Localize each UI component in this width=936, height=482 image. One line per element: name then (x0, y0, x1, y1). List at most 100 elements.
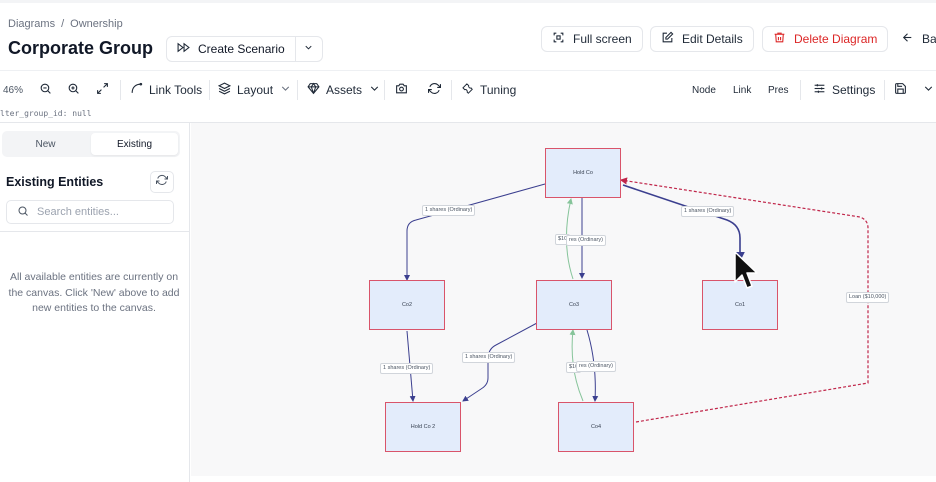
edge-label-holdco-co3[interactable]: res (Ordinary) (566, 235, 606, 246)
existing-entities-title: Existing Entities (6, 175, 104, 189)
node-co4[interactable]: Co4 (558, 402, 634, 452)
assets-label: Assets (326, 83, 363, 97)
link-tools-button[interactable]: Link Tools (130, 76, 202, 104)
node-holdco2[interactable]: Hold Co 2 (385, 402, 461, 452)
link-curve-icon (130, 82, 143, 98)
toolbar-separator (209, 80, 210, 100)
arrow-left-icon (901, 31, 914, 47)
node-co2[interactable]: Co2 (369, 280, 445, 330)
mode-link-button[interactable]: Link (733, 84, 752, 96)
edge-loan (619, 177, 869, 423)
entities-sidebar: New Existing Existing Entities Search en… (0, 123, 190, 482)
empty-state-message: All available entities are currently on … (8, 271, 180, 314)
wrench-icon (461, 82, 474, 98)
gem-icon (307, 82, 320, 98)
header-divider (0, 70, 936, 71)
zoom-in-button[interactable] (67, 76, 80, 104)
create-scenario-dropdown[interactable] (296, 37, 322, 61)
assets-dropdown[interactable]: Assets (307, 76, 381, 104)
settings-button[interactable]: Settings (813, 76, 875, 104)
diagram-toolbar: 46% Link Tools Layout Assets Tuning Node… (0, 76, 936, 104)
create-scenario-label: Create Scenario (198, 42, 285, 56)
breadcrumb: Diagrams / Ownership (8, 18, 123, 30)
edge-label-holdco-co1[interactable]: 1 shares (Ordinary) (681, 206, 735, 217)
screenshot-button[interactable] (395, 76, 408, 104)
sliders-icon (813, 82, 826, 98)
fit-view-button[interactable] (96, 76, 109, 104)
canvas-footer (191, 476, 936, 482)
delete-diagram-label: Delete Diagram (794, 32, 878, 46)
node-holdco[interactable]: Hold Co (545, 148, 621, 198)
node-co3[interactable]: Co3 (536, 280, 612, 330)
filter-debug-text: lter_group_id: null (0, 109, 92, 118)
layers-icon (217, 82, 232, 98)
edit-icon (661, 31, 674, 47)
expand-icon (96, 82, 109, 98)
full-screen-label: Full screen (573, 32, 632, 46)
edge-label-co2-holdco2[interactable]: 1 shares (Ordinary) (380, 363, 434, 374)
full-screen-button[interactable]: Full screen (541, 26, 643, 52)
page-title: Corporate Group (8, 38, 154, 58)
breadcrumb-root[interactable]: Diagrams (8, 18, 56, 30)
layout-label: Layout (237, 83, 274, 97)
breadcrumb-separator: / (61, 18, 65, 30)
save-button[interactable] (894, 76, 907, 104)
edge-holdco-co2 (404, 183, 546, 281)
toolbar-separator (120, 80, 121, 100)
tab-existing[interactable]: Existing (91, 133, 178, 155)
search-icon (17, 205, 29, 220)
camera-icon (395, 82, 408, 98)
sidebar-divider (0, 231, 190, 232)
tuning-label: Tuning (480, 83, 517, 97)
diagram-canvas[interactable]: Hold Co Co2 Co3 Co1 Hold Co 2 Co4 1 shar… (191, 123, 936, 476)
zoom-in-icon (67, 82, 80, 98)
tuning-button[interactable]: Tuning (461, 76, 516, 104)
layout-dropdown[interactable]: Layout (217, 76, 292, 104)
fast-forward-icon (177, 41, 190, 57)
zoom-out-button[interactable] (39, 76, 52, 104)
save-dropdown[interactable] (922, 76, 935, 104)
edge-label-co3-co4[interactable]: res (Ordinary) (576, 361, 616, 372)
edit-details-button[interactable]: Edit Details (650, 26, 754, 52)
settings-label: Settings (832, 83, 876, 97)
top-strip (0, 0, 936, 3)
chevron-down-icon (279, 82, 292, 98)
mouse-cursor-icon (733, 250, 759, 297)
refresh-icon (428, 82, 441, 98)
chevron-down-icon (922, 82, 935, 98)
toolbar-separator (297, 80, 298, 100)
edge-label-co3-holdco2[interactable]: 1 shares (Ordinary) (462, 352, 516, 363)
edge-holdco-co1 (622, 184, 745, 262)
toolbar-separator (800, 80, 801, 100)
mode-node-button[interactable]: Node (692, 84, 716, 96)
search-entities-input[interactable]: Search entities... (6, 200, 174, 224)
edge-co3-holdco2 (462, 322, 538, 402)
create-scenario-split-button[interactable]: Create Scenario (166, 36, 323, 62)
zoom-out-icon (39, 82, 52, 98)
tab-new[interactable]: New (35, 138, 56, 150)
chevron-down-icon (303, 42, 314, 56)
refresh-icon (156, 173, 168, 191)
refresh-layout-button[interactable] (428, 76, 441, 104)
mode-pres-button[interactable]: Pres (768, 84, 789, 96)
node-co1[interactable]: Co1 (702, 280, 778, 330)
create-scenario-button[interactable]: Create Scenario (167, 37, 296, 61)
edit-details-label: Edit Details (682, 32, 743, 46)
edge-label-holdco-co2[interactable]: 1 shares (Ordinary) (422, 205, 476, 216)
zoom-level: 46% (3, 84, 24, 96)
toolbar-separator (884, 80, 885, 100)
back-button[interactable]: Ba (893, 26, 936, 52)
delete-diagram-button[interactable]: Delete Diagram (762, 26, 889, 52)
save-icon (894, 82, 907, 98)
trash-icon (773, 31, 786, 47)
toolbar-separator (451, 80, 452, 100)
breadcrumb-current: Ownership (70, 18, 123, 30)
toolbar-separator (384, 80, 385, 100)
edge-label-loan[interactable]: Loan ($10,000) (846, 292, 890, 303)
fullscreen-icon (552, 31, 565, 47)
back-label: Ba (922, 32, 936, 46)
toolbar-divider (0, 122, 936, 123)
link-tools-label: Link Tools (149, 83, 203, 97)
refresh-entities-button[interactable] (150, 171, 174, 193)
search-placeholder: Search entities... (37, 206, 119, 218)
